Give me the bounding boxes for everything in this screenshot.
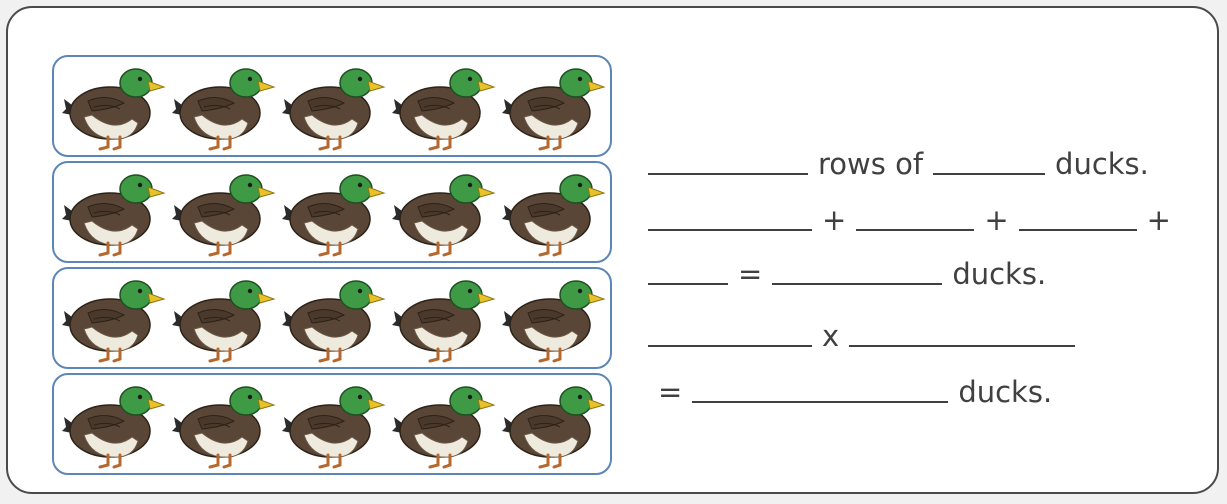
- answer-blank[interactable]: [1018, 201, 1137, 231]
- sentence-line: + + +: [648, 197, 1181, 237]
- mallard-duck-icon: [502, 63, 608, 153]
- mallard-duck-icon: [172, 169, 278, 259]
- mallard-duck-icon: [62, 275, 168, 365]
- mallard-duck-icon: [282, 63, 388, 153]
- answer-blank[interactable]: [648, 255, 728, 285]
- mallard-duck-icon: [392, 275, 498, 365]
- sentence-text: +: [822, 203, 847, 237]
- mallard-duck-icon: [282, 169, 388, 259]
- answer-blank[interactable]: [692, 373, 949, 403]
- mallard-duck-icon: [502, 381, 608, 471]
- mallard-duck-icon: [392, 169, 498, 259]
- mallard-duck-icon: [172, 275, 278, 365]
- answer-blank[interactable]: [648, 317, 812, 347]
- mallard-duck-icon: [172, 381, 278, 471]
- mallard-duck-icon: [392, 381, 498, 471]
- sentence-text: =: [738, 257, 763, 291]
- mallard-duck-icon: [172, 63, 278, 153]
- mallard-duck-icon: [392, 63, 498, 153]
- sentence-line: = ducks.: [648, 251, 1056, 291]
- mallard-duck-icon: [62, 169, 168, 259]
- mallard-duck-icon: [282, 381, 388, 471]
- mallard-duck-icon: [62, 63, 168, 153]
- answer-blank[interactable]: [856, 201, 975, 231]
- answer-blank[interactable]: [648, 145, 808, 175]
- worksheet-card: rows of ducks. + + + = ducks. x = ducks.: [6, 6, 1219, 494]
- duck-row: [52, 373, 612, 475]
- mallard-duck-icon: [62, 381, 168, 471]
- sentence-text: +: [984, 203, 1009, 237]
- sentence-text: ducks.: [952, 257, 1047, 291]
- mallard-duck-icon: [502, 169, 608, 259]
- answer-blank[interactable]: [933, 145, 1046, 175]
- sentence-text: ducks.: [958, 375, 1053, 409]
- sentence-text: rows of: [818, 147, 924, 181]
- answer-blank[interactable]: [849, 317, 1076, 347]
- sentence-line: rows of ducks.: [648, 141, 1159, 181]
- sentence-line: x: [648, 313, 1076, 353]
- duck-array: [52, 55, 612, 475]
- answer-blank[interactable]: [648, 201, 812, 231]
- mallard-duck-icon: [502, 275, 608, 365]
- sentence-text: ducks.: [1055, 147, 1149, 181]
- sentence-text: =: [658, 375, 683, 409]
- sentence-text: x: [822, 319, 840, 353]
- sentence-line: = ducks.: [648, 369, 1062, 409]
- duck-row: [52, 55, 612, 157]
- fill-in-sentences: rows of ducks. + + + = ducks. x = ducks.: [648, 133, 1208, 423]
- mallard-duck-icon: [282, 275, 388, 365]
- duck-row: [52, 267, 612, 369]
- answer-blank[interactable]: [772, 255, 943, 285]
- duck-row: [52, 161, 612, 263]
- sentence-text: +: [1146, 203, 1171, 237]
